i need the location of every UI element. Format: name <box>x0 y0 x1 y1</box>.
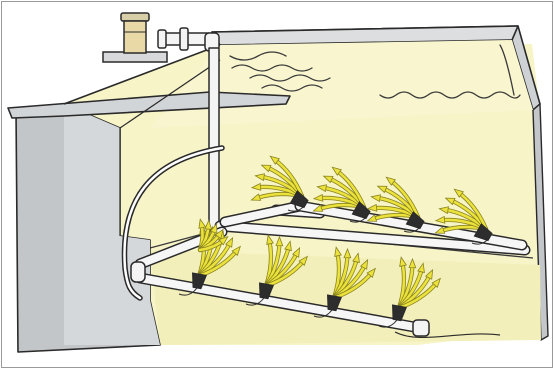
jet-arrowhead <box>198 218 207 229</box>
jet-arrowhead <box>214 228 224 240</box>
jet-arrowhead <box>250 182 262 191</box>
jet-arrowhead <box>453 188 464 198</box>
back-row-nozzles <box>250 155 493 245</box>
jet-arrowhead <box>434 215 446 224</box>
jet-arrowhead <box>291 246 301 258</box>
jet-arrowhead <box>417 262 425 274</box>
jet-arrowhead <box>376 185 388 194</box>
jet-arrowhead <box>408 257 417 269</box>
nozzle-stem <box>313 309 333 318</box>
jet-arrowhead <box>343 247 352 259</box>
jet-arrowhead <box>250 193 262 201</box>
eductor-nozzle-icon <box>351 201 371 220</box>
pump-canister-icon <box>120 12 150 54</box>
jet-arrowhead <box>385 176 396 186</box>
jet-arrowhead <box>331 166 342 176</box>
jet-arrowhead <box>204 219 213 230</box>
jet-arrowhead <box>352 252 360 264</box>
jet-arrowhead <box>366 267 377 278</box>
tank-left-cut-face <box>64 104 160 345</box>
jet-arrowhead <box>269 155 280 165</box>
jet-arrowhead <box>231 245 242 256</box>
tank-right-side <box>532 103 549 341</box>
nozzle-stem <box>471 236 491 245</box>
jet-arrowhead <box>298 255 309 266</box>
jet-arrowhead <box>266 234 274 245</box>
jet-arrowhead <box>275 235 284 247</box>
jet-arrowhead <box>260 164 272 173</box>
jet-arrowhead <box>366 203 378 212</box>
jet-arrowhead <box>254 173 265 182</box>
jet-arrowhead <box>424 268 434 280</box>
jet-arrowhead <box>284 240 292 252</box>
jet-arrowhead <box>312 193 324 202</box>
eductor-nozzle-icon <box>392 304 408 322</box>
jet-arrowhead <box>366 214 378 222</box>
eductor-nozzle-icon <box>192 272 208 290</box>
eductor-nozzle-icon <box>327 294 343 312</box>
nozzle-stem <box>378 319 398 328</box>
tank-inner-corner-line <box>119 59 221 129</box>
jet-arrowhead <box>359 258 369 270</box>
eductor-nozzle-icon <box>259 282 275 300</box>
tank-floor <box>150 250 541 345</box>
jet-arrowhead <box>438 206 449 215</box>
eductor-nozzle-icon <box>405 211 425 230</box>
nozzle-stem <box>349 214 369 223</box>
water-surface <box>229 44 521 99</box>
jet-arrowhead <box>218 235 229 246</box>
nozzle-stem <box>178 287 198 296</box>
jet-arrowhead <box>224 236 234 248</box>
jet-arrowhead <box>209 222 218 234</box>
jet-arrowhead <box>399 256 407 267</box>
eductor-nozzle-icon <box>473 223 493 242</box>
eductor-nozzle-icon <box>289 190 309 209</box>
jet-arrowhead <box>370 194 381 203</box>
nozzle-stem <box>403 224 423 233</box>
jet-arrowhead <box>312 204 324 212</box>
nozzle-stem <box>245 297 265 306</box>
jet-arrowhead <box>444 197 456 206</box>
nozzle-stem <box>287 203 307 212</box>
jet-arrowhead <box>322 175 334 184</box>
jet-arrowhead <box>316 184 327 193</box>
jet-arrowhead <box>334 246 342 257</box>
jet-arrowhead <box>431 277 442 288</box>
feed-hose-highlight <box>123 146 224 300</box>
jet-arrowhead <box>434 226 446 234</box>
corner-jet <box>197 218 229 253</box>
